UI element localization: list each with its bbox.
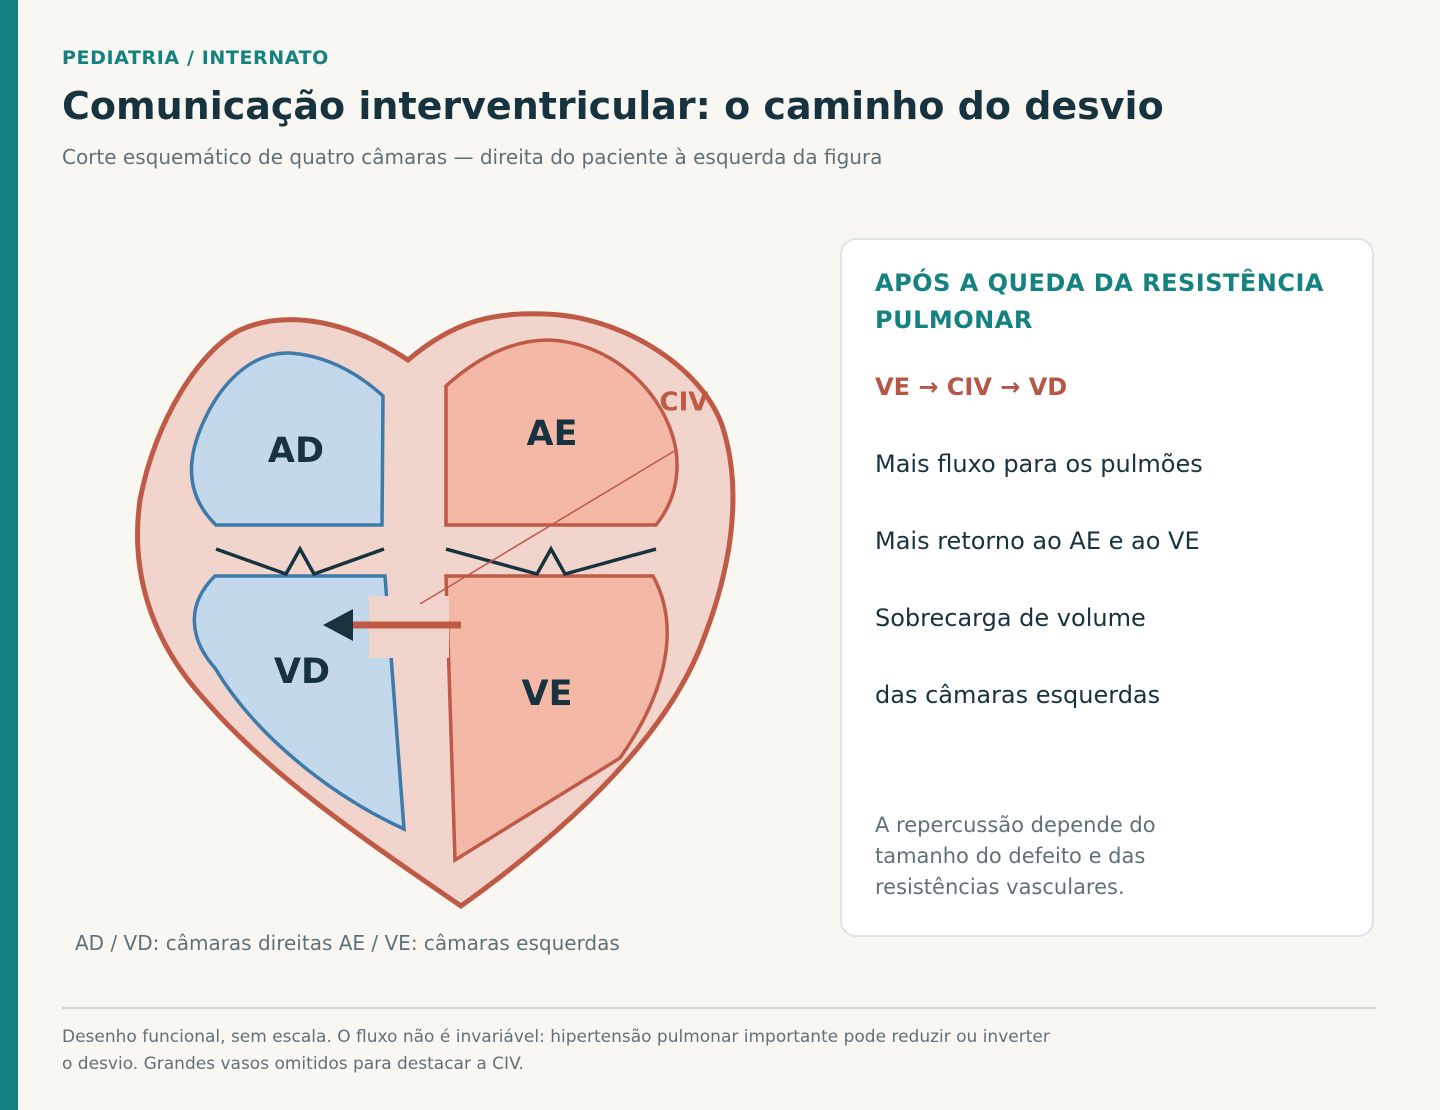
page-subtitle: Corte esquemático de quatro câmaras — di… xyxy=(62,145,883,169)
chamber-label-vd: VD xyxy=(274,652,330,692)
diagram-caption: AD / VD: câmaras direitas AE / VE: câmar… xyxy=(75,931,620,955)
mitral-valve xyxy=(445,545,657,577)
footer-note: Desenho funcional, sem escala. O fluxo n… xyxy=(62,1027,1050,1074)
card-note: A repercussão depende do tamanho do defe… xyxy=(875,813,1156,899)
shunt-arrow-head-icon xyxy=(323,609,353,641)
consequence-item: das câmaras esquerdas xyxy=(875,681,1161,709)
shunt-direction: VE → CIV → VD xyxy=(875,373,1068,401)
right-atrium-shape xyxy=(189,351,385,527)
chamber-label-ad: AD xyxy=(268,431,324,471)
tricuspid-valve xyxy=(215,545,385,577)
info-card: APÓS A QUEDA DA RESISTÊNCIA PULMONAR VE … xyxy=(840,238,1374,937)
chamber-label-ve: VE xyxy=(522,674,573,714)
civ-leader-line xyxy=(419,449,677,605)
left-atrium-shape xyxy=(444,338,679,527)
consequence-item: Mais fluxo para os pulmões xyxy=(875,450,1203,478)
page-title: Comunicação interventricular: o caminho … xyxy=(62,84,1164,128)
accent-bar xyxy=(0,0,18,1110)
consequence-item: Sobrecarga de volume xyxy=(875,604,1146,632)
footer-divider xyxy=(62,1007,1376,1009)
consequence-item: Mais retorno ao AE e ao VE xyxy=(875,527,1200,555)
left-ventricle-shape xyxy=(444,574,669,864)
civ-label: CIV xyxy=(660,388,709,418)
chamber-label-ae: AE xyxy=(527,414,578,454)
card-heading: APÓS A QUEDA DA RESISTÊNCIA PULMONAR xyxy=(875,269,1324,334)
section-kicker: PEDIATRIA / INTERNATO xyxy=(62,47,329,69)
heart-diagram: AD AE VD VE CIV xyxy=(135,311,736,910)
